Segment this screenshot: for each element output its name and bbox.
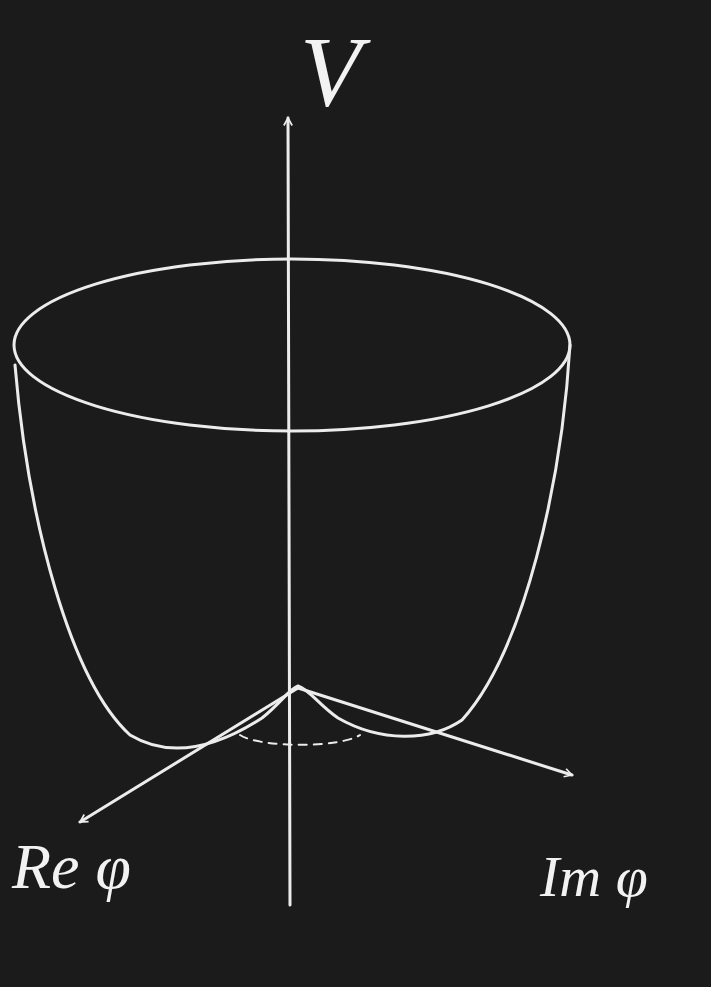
im-phi-axis: [298, 688, 572, 775]
axis-label: Re φ: [12, 835, 131, 899]
v-axis: [288, 118, 290, 905]
axis-label: V: [300, 22, 361, 122]
bowl-surface: [15, 345, 570, 748]
axis-label: Im φ: [540, 848, 648, 906]
bowl-rim: [14, 259, 570, 431]
re-phi-axis: [80, 688, 298, 822]
trough-circle: [240, 735, 360, 745]
